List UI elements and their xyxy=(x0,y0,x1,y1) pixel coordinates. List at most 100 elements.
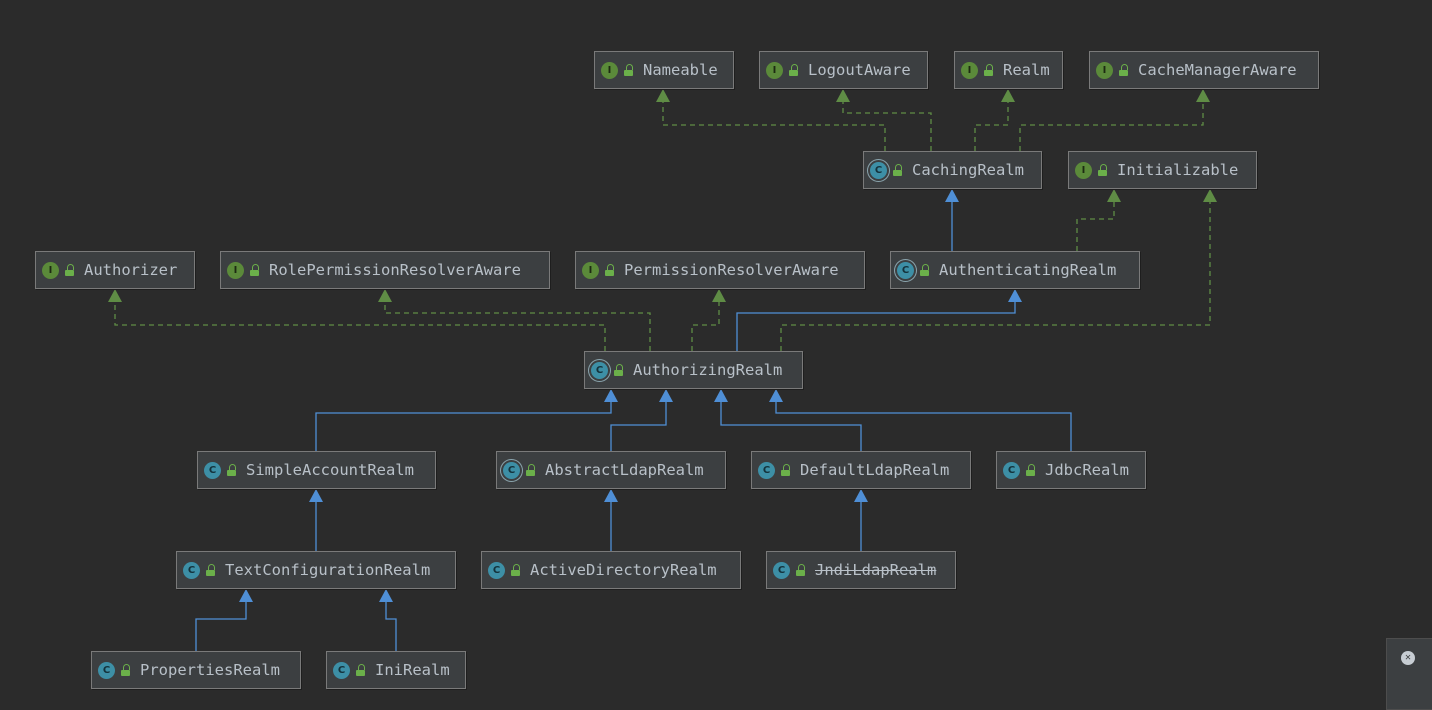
node-label: ActiveDirectoryRealm xyxy=(530,561,717,579)
edge-implements xyxy=(974,89,1015,151)
edge-arrowhead xyxy=(1008,289,1022,302)
edge-extends xyxy=(309,489,323,551)
class-icon: C xyxy=(204,461,221,479)
node-simple-account-realm[interactable]: C SimpleAccountRealm xyxy=(197,451,436,489)
edge-arrowhead xyxy=(712,289,726,302)
edge-implements xyxy=(656,89,886,151)
edge-arrowhead xyxy=(1001,89,1015,102)
edge-arrowhead xyxy=(769,389,783,402)
node-logout-aware[interactable]: I LogoutAware xyxy=(759,51,928,89)
node-cache-manager-aware[interactable]: I CacheManagerAware xyxy=(1089,51,1319,89)
edge-implements xyxy=(1019,89,1210,151)
class-icon: C xyxy=(758,461,775,479)
edge-extends xyxy=(379,589,397,651)
diagram-overview-panel[interactable]: ✕ xyxy=(1386,638,1432,710)
node-label: JdbcRealm xyxy=(1045,461,1129,479)
public-lock-icon xyxy=(788,64,799,76)
public-lock-icon xyxy=(623,64,634,76)
edge-arrowhead xyxy=(1196,89,1210,102)
class-icon: C xyxy=(488,561,505,579)
node-default-ldap-realm[interactable]: C DefaultLdapRealm xyxy=(751,451,971,489)
edge-arrowhead xyxy=(659,389,673,402)
edge-arrowhead xyxy=(656,89,670,102)
public-lock-icon xyxy=(249,264,260,276)
edge-extends xyxy=(736,289,1022,351)
class-icon: C xyxy=(773,561,790,579)
node-label: PermissionResolverAware xyxy=(624,261,839,279)
edge-extends xyxy=(854,489,868,551)
public-lock-icon xyxy=(604,264,615,276)
settings-icon[interactable]: ✕ xyxy=(1401,651,1415,665)
public-lock-icon xyxy=(226,464,237,476)
edge-arrowhead xyxy=(604,389,618,402)
edge-arrowhead xyxy=(854,489,868,502)
public-lock-icon xyxy=(919,264,930,276)
node-nameable[interactable]: I Nameable xyxy=(594,51,734,89)
public-lock-icon xyxy=(355,664,366,676)
public-lock-icon xyxy=(780,464,791,476)
node-label: Nameable xyxy=(643,61,718,79)
public-lock-icon xyxy=(525,464,536,476)
edge-extends xyxy=(604,489,618,551)
public-lock-icon xyxy=(64,264,75,276)
public-lock-icon xyxy=(1118,64,1129,76)
node-caching-realm[interactable]: C CachingRealm xyxy=(863,151,1042,189)
edge-implements xyxy=(780,189,1217,351)
public-lock-icon xyxy=(120,664,131,676)
node-label: PropertiesRealm xyxy=(140,661,280,679)
edge-implements xyxy=(1076,189,1121,251)
edge-implements xyxy=(378,289,651,351)
node-jdbc-realm[interactable]: C JdbcRealm xyxy=(996,451,1146,489)
class-icon: C xyxy=(1003,461,1020,479)
interface-icon: I xyxy=(766,61,783,79)
node-jndi-ldap-realm[interactable]: C JndiLdapRealm xyxy=(766,551,956,589)
interface-icon: I xyxy=(582,261,599,279)
abstract-class-icon: C xyxy=(870,161,887,179)
public-lock-icon xyxy=(983,64,994,76)
edge-arrowhead xyxy=(239,589,253,602)
edge-extends xyxy=(714,389,862,451)
edge-implements xyxy=(108,289,606,351)
public-lock-icon xyxy=(1025,464,1036,476)
node-label: AuthenticatingRealm xyxy=(939,261,1117,279)
edge-arrowhead xyxy=(1107,189,1121,202)
node-initializable[interactable]: I Initializable xyxy=(1068,151,1257,189)
edge-implements xyxy=(691,289,726,351)
node-permission-resolver-aware[interactable]: I PermissionResolverAware xyxy=(575,251,865,289)
interface-icon: I xyxy=(1075,161,1092,179)
public-lock-icon xyxy=(205,564,216,576)
node-active-directory-realm[interactable]: C ActiveDirectoryRealm xyxy=(481,551,741,589)
abstract-class-icon: C xyxy=(591,361,608,379)
node-label: RolePermissionResolverAware xyxy=(269,261,521,279)
interface-icon: I xyxy=(961,61,978,79)
edge-arrowhead xyxy=(378,289,392,302)
node-label: CachingRealm xyxy=(912,161,1024,179)
abstract-class-icon: C xyxy=(897,261,914,279)
edge-extends xyxy=(195,589,253,651)
edge-arrowhead xyxy=(379,589,393,602)
node-label: LogoutAware xyxy=(808,61,911,79)
node-authenticating-realm[interactable]: C AuthenticatingRealm xyxy=(890,251,1140,289)
public-lock-icon xyxy=(795,564,806,576)
node-label: SimpleAccountRealm xyxy=(246,461,414,479)
node-label: Initializable xyxy=(1117,161,1239,179)
edge-extends xyxy=(945,189,959,251)
edge-arrowhead xyxy=(309,489,323,502)
public-lock-icon xyxy=(1097,164,1108,176)
interface-icon: I xyxy=(1096,61,1113,79)
node-label: JndiLdapRealm xyxy=(815,561,937,579)
node-label: Authorizer xyxy=(84,261,178,279)
node-label: AbstractLdapRealm xyxy=(545,461,704,479)
node-label: CacheManagerAware xyxy=(1138,61,1297,79)
node-label: DefaultLdapRealm xyxy=(800,461,950,479)
interface-icon: I xyxy=(601,61,618,79)
